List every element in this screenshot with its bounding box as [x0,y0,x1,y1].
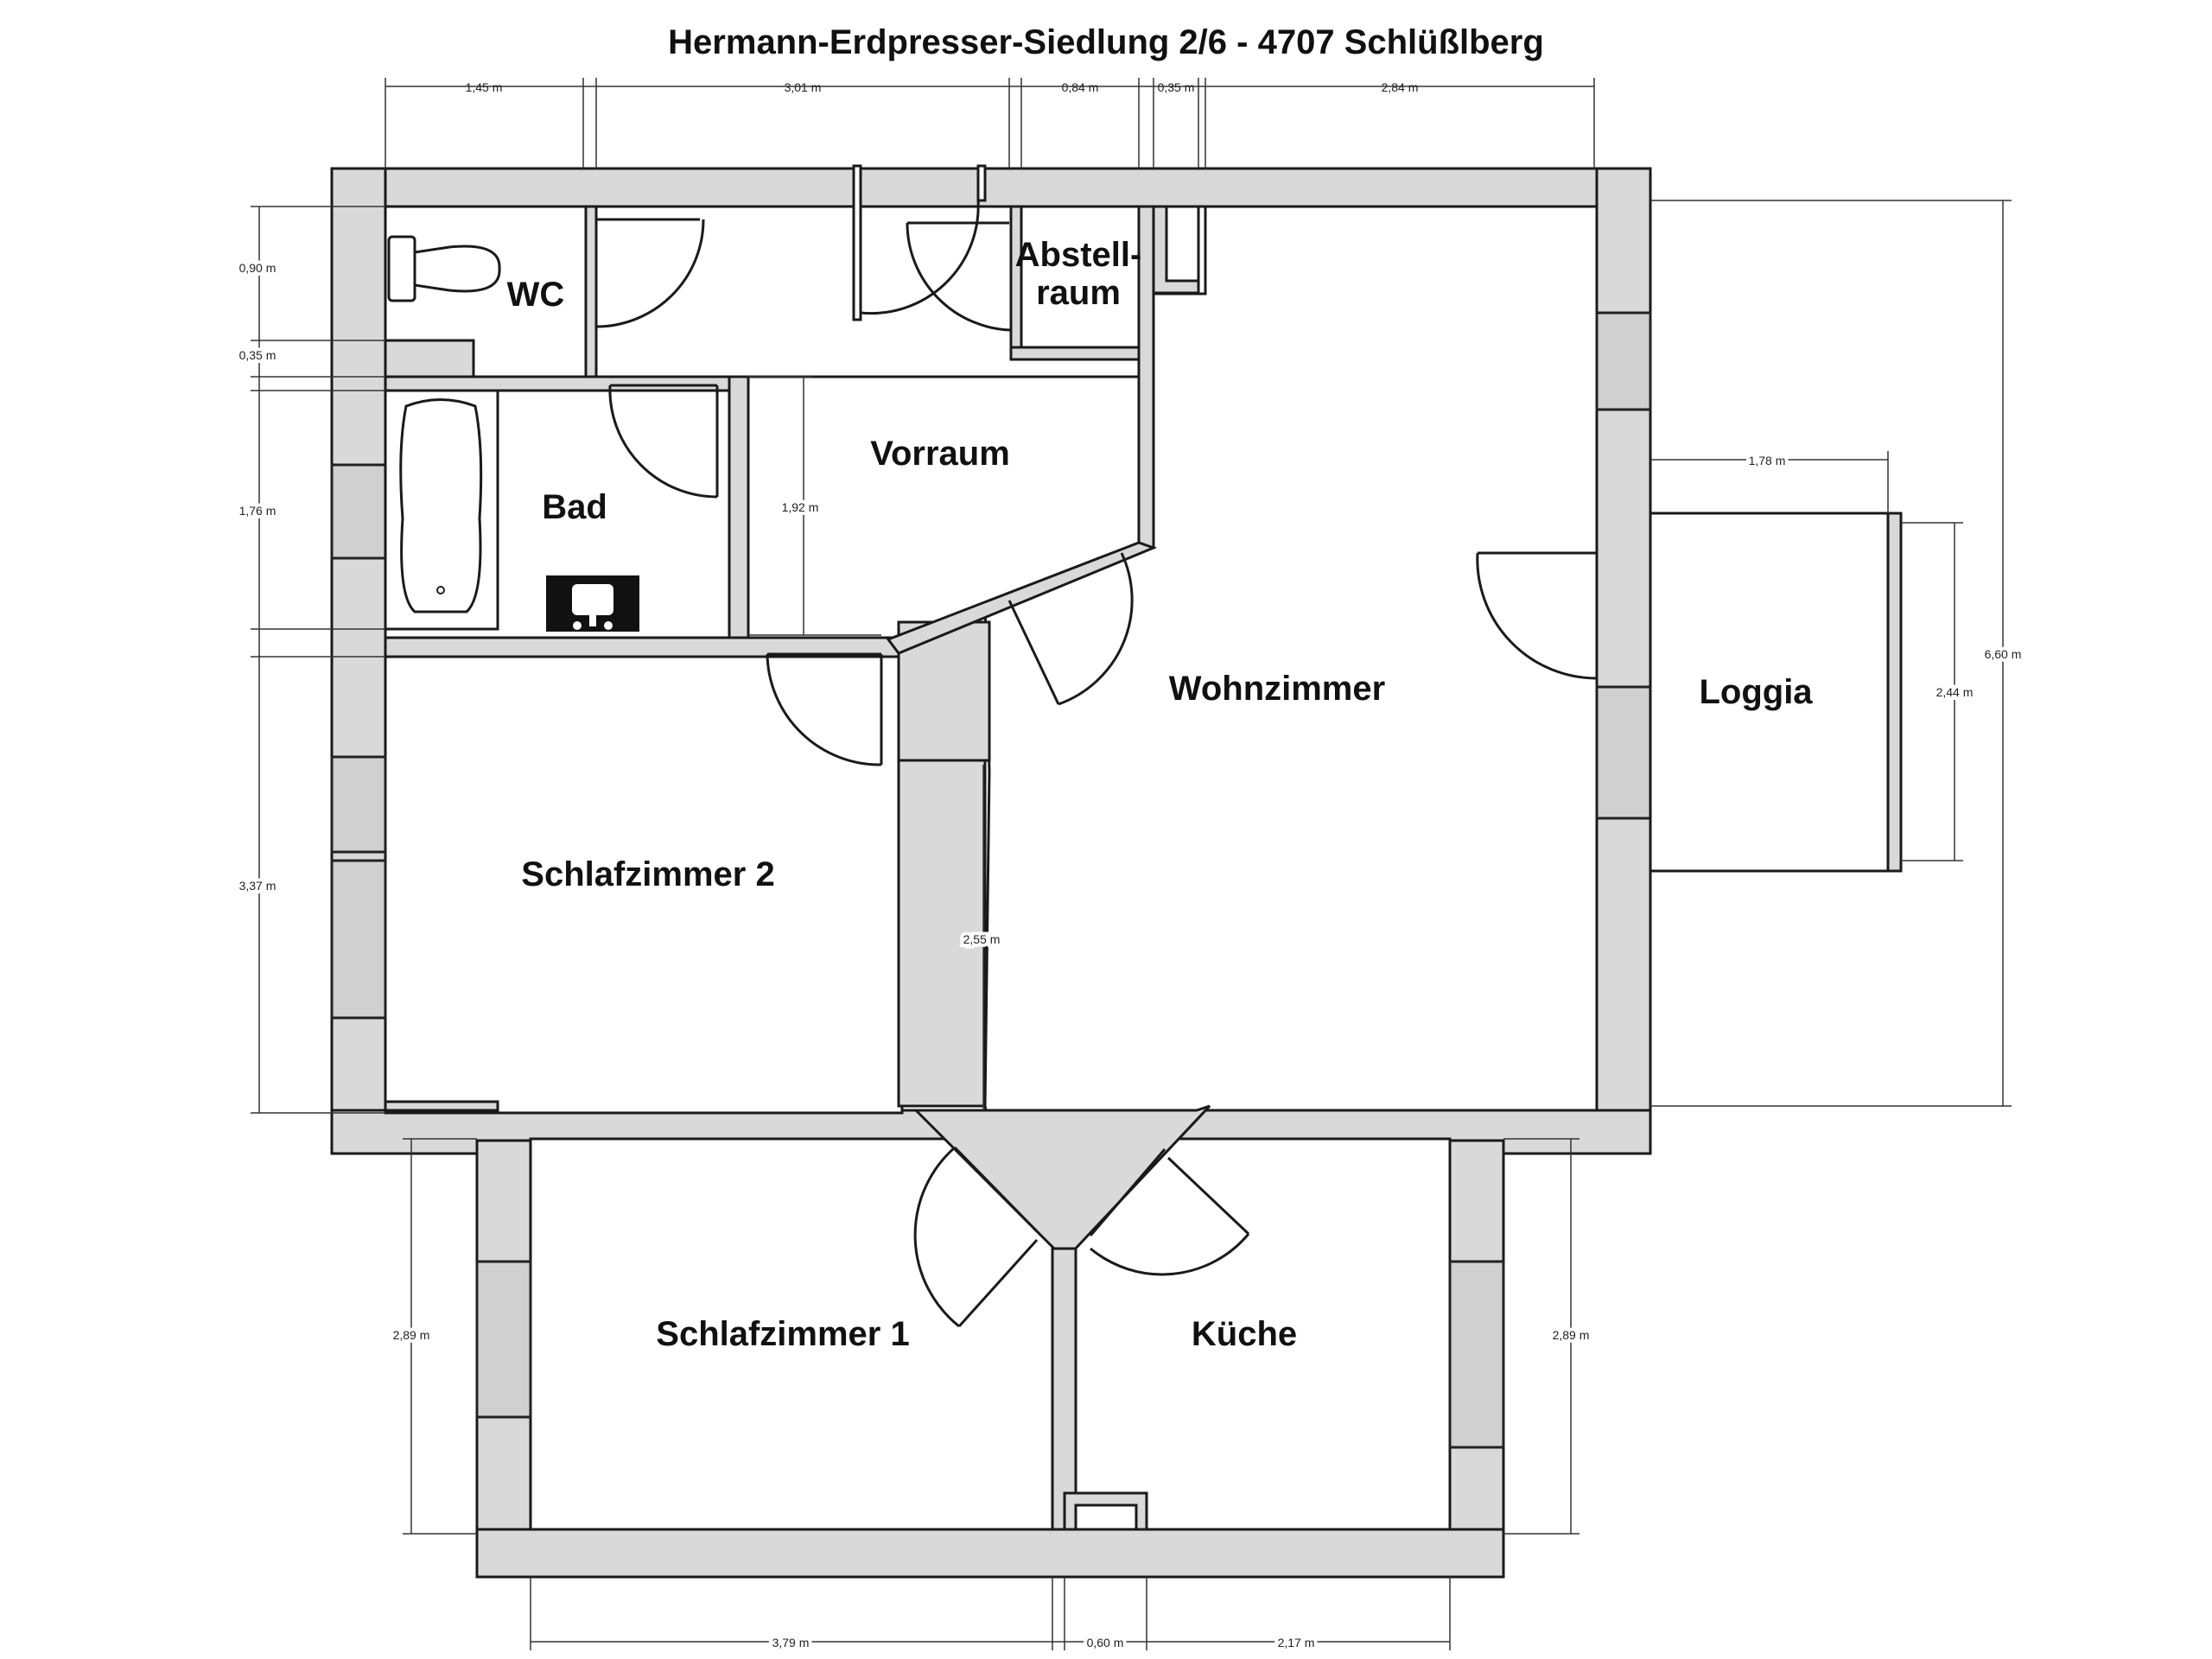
dim-loggia-width: 1,78 m [1749,454,1786,467]
room-label-loggia: Loggia [1699,673,1813,711]
dim-left-3: 1,76 m [239,504,276,518]
room-interiors [384,205,1599,1531]
dim-bottom-1: 3,79 m [772,1636,810,1649]
dim-loggia-height: 2,44 m [1936,685,1974,699]
dim-top-2: 3,01 m [785,80,822,94]
window-bad [330,463,387,560]
dim-kueche-height: 2,89 m [1553,1328,1590,1342]
room-label-abstellraum-2: raum [1036,274,1121,312]
room-label-vorraum: Vorraum [870,435,1010,473]
toilet-icon [387,235,501,302]
dimensions: 1,45 m 3,01 m 0,84 m 0,35 m 2,84 m 0,90 … [236,78,2024,1653]
room-label-bad: Bad [542,488,607,526]
windows [330,311,1652,1449]
dim-left-4: 3,37 m [239,879,276,893]
window-wohn-upper [1595,311,1652,411]
dim-left-2: 0,35 m [239,348,276,362]
dim-vorraum-height: 1,92 m [782,500,819,514]
dim-sz1-height: 2,89 m [393,1328,430,1342]
room-label-wohnzimmer: Wohnzimmer [1169,670,1385,708]
interior-walls [384,205,1211,1531]
fixtures [384,235,639,632]
room-label-abstellraum-1: Abstell- [1015,236,1142,274]
dim-top-4: 0,35 m [1158,80,1195,94]
dim-right-total: 6,60 m [1985,647,2022,661]
dim-left-1: 0,90 m [239,261,276,275]
window-sz1 [475,1260,532,1419]
dim-top-3: 0,84 m [1062,80,1099,94]
window-kueche [1448,1260,1505,1449]
doors [595,164,1599,1328]
room-label-kueche: Küche [1192,1315,1297,1353]
dim-bottom-3: 2,17 m [1278,1636,1315,1649]
room-labels: WC Abstell- raum Vorraum Bad Wohnzimmer … [507,236,1814,1353]
dim-bottom-2: 0,60 m [1087,1636,1124,1649]
room-label-wc: WC [507,276,565,314]
window-sz2-upper [330,755,387,854]
dim-top-1: 1,45 m [466,80,503,94]
window-wohn-lower [1595,685,1652,820]
room-label-schlafzimmer-1: Schlafzimmer 1 [656,1315,909,1353]
bathtub-icon [384,389,499,631]
room-label-schlafzimmer-2: Schlafzimmer 2 [521,855,774,893]
plan-title: Hermann-Erdpresser-Siedlung 2/6 - 4707 S… [668,23,1544,61]
dim-top-5: 2,84 m [1382,80,1419,94]
sink-icon [546,575,639,632]
dim-wohn-gap: 2,55 m [963,932,1001,946]
window-sz2-lower [330,859,387,1020]
loggia [1649,512,1903,873]
